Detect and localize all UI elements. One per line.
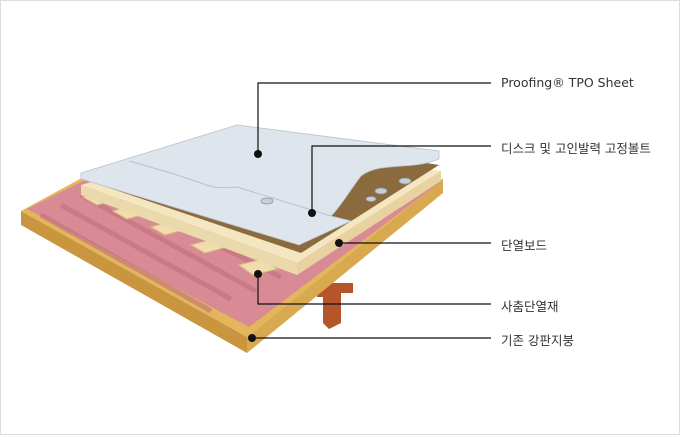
purlin-bracket [317,283,353,329]
leader-lines [252,82,491,339]
leader-dots [248,150,343,342]
label-tpo-sheet: Proofing® TPO Sheet [501,75,634,90]
label-existing-roof: 기존 강판지붕 [501,333,574,348]
label-disc-bolt: 디스크 및 고인발력 고정볼트 [501,141,651,156]
label-insulation-board: 단열보드 [501,238,548,253]
tpo-sheet [80,124,440,246]
disc-fasteners [260,177,412,205]
label-filler-insulation: 사춤단열재 [501,299,559,314]
